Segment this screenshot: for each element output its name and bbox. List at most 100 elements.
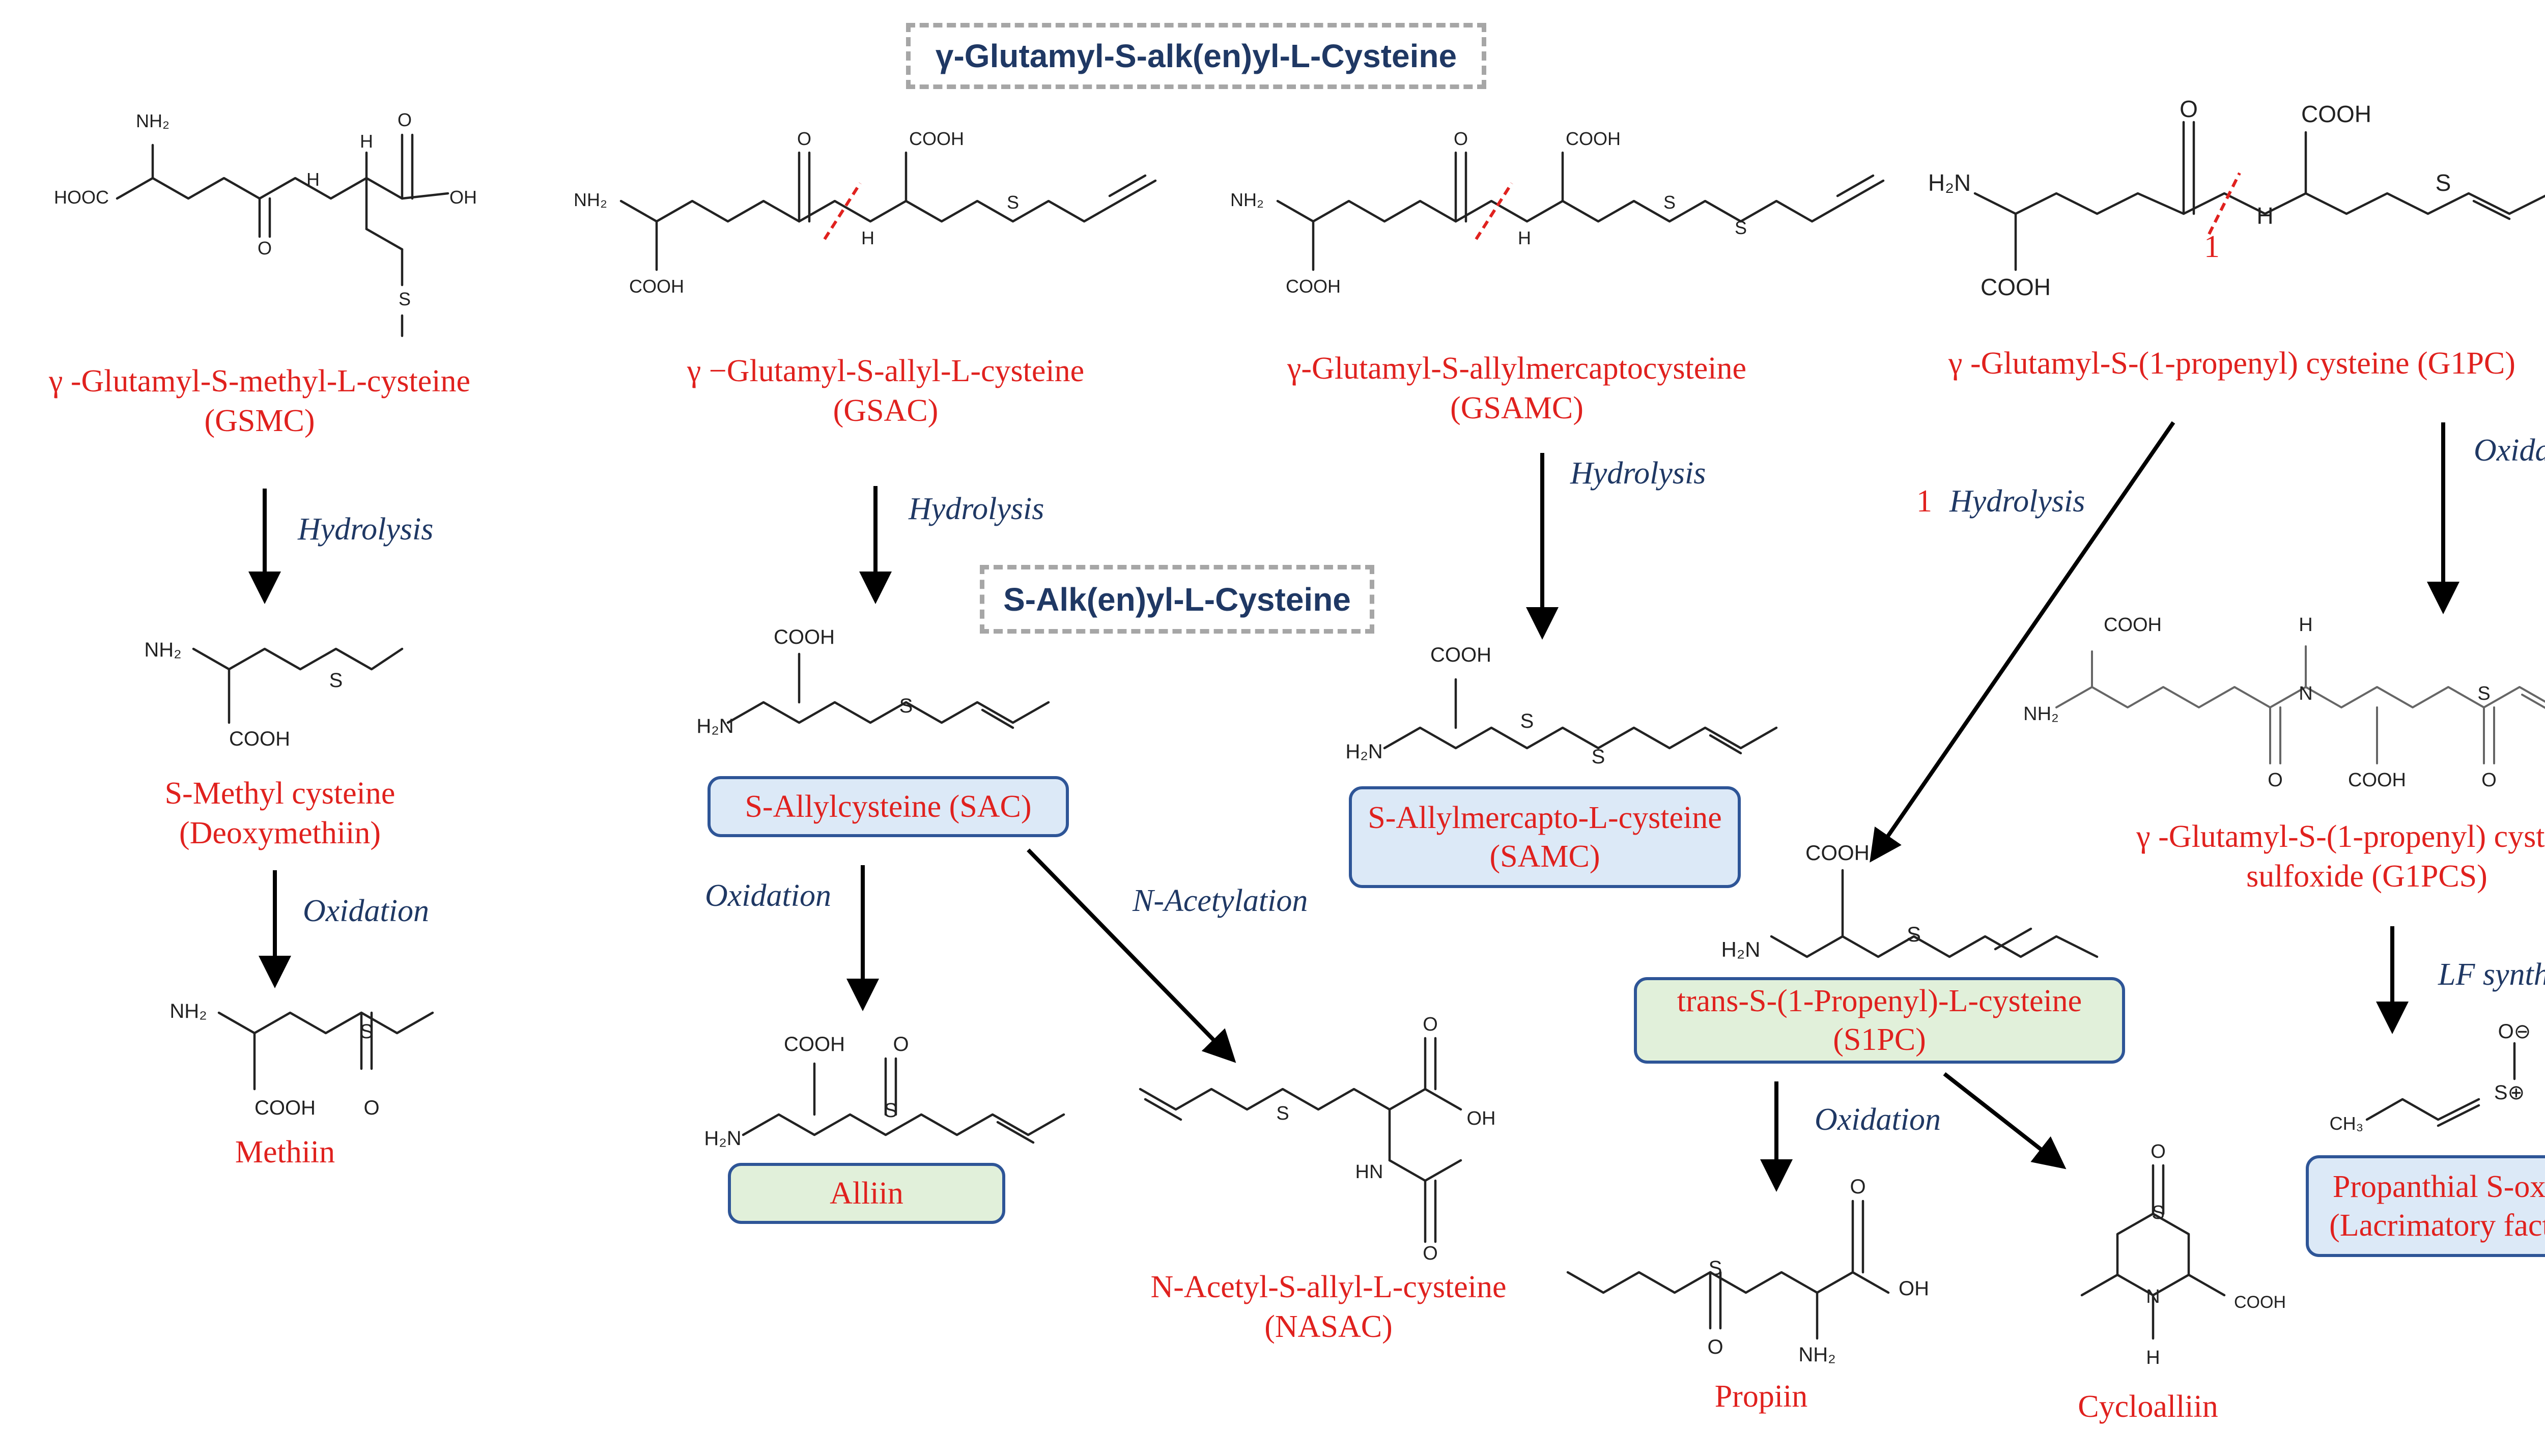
methiin-o-label: O (363, 1097, 379, 1119)
gsmc-h-label: H (306, 169, 320, 190)
gsac-nh2-label: NH₂ (574, 189, 607, 210)
alliin-h2n-label: H₂N (704, 1127, 741, 1150)
g1pc-nh-label: H (2256, 203, 2273, 229)
smc-name: S-Methyl cysteine (164, 776, 395, 811)
g1pcs-nh2-label: NH₂ (2023, 703, 2059, 725)
gsamc-nh-label: H (1518, 227, 1531, 248)
propiin-nh2-label: NH₂ (1798, 1344, 1835, 1366)
cycloalliin-structure (2080, 1164, 2226, 1340)
gsamc-nh2-label: NH₂ (1230, 189, 1264, 210)
compound-methiin: Methiin (183, 1132, 387, 1172)
propiin-o2-label: O (1850, 1176, 1865, 1198)
cycloalliin-n-label: N (2146, 1286, 2160, 1307)
alliin-cooh-label: COOH (784, 1033, 845, 1055)
g1pc-name: γ -Glutamyl-S-(1-propenyl) cysteine (G1P… (1948, 346, 2515, 381)
propiin-name: Propiin (1714, 1379, 1808, 1414)
gsamc-name: γ-Glutamyl-S-allylmercaptocysteine (1287, 351, 1746, 386)
g1pcs-abbr: sulfoxide (G1PCS) (2246, 859, 2487, 894)
compound-cycloalliin: Cycloalliin (2041, 1387, 2255, 1426)
gsac-s-label: S (1007, 192, 1019, 213)
samc-h2n-label: H₂N (1345, 740, 1382, 763)
sac-h2n-label: H₂N (696, 715, 733, 737)
gsac-structure (619, 151, 1157, 271)
lf-name: Propanthial S-oxide (2332, 1169, 2545, 1204)
smc-s-label: S (329, 669, 343, 692)
propiin-o-label: O (1707, 1336, 1723, 1358)
gsac-abbr: (GSAC) (833, 393, 939, 428)
lf-ominus-label: O⊖ (2498, 1020, 2531, 1043)
alliin-o-label: O (893, 1033, 909, 1055)
lf-abbr: (Lacrimatory factor) (2329, 1208, 2545, 1243)
compound-lf-box: Propanthial S-oxide (Lacrimatory factor) (2306, 1155, 2545, 1257)
gsmc-nh2-label: NH₂ (136, 110, 169, 131)
gsamc-abbr: (GSAMC) (1450, 391, 1583, 425)
samc-cooh-label: COOH (1430, 644, 1491, 666)
lf-structure (2365, 1042, 2516, 1127)
cycloalliin-cooh-label: COOH (2234, 1293, 2286, 1312)
gsmc-abbr: (GSMC) (204, 404, 315, 438)
nasac-structure (1139, 1037, 1462, 1243)
samc-name: S-Allylmercapto-L-cysteine (1368, 801, 1722, 835)
gsac-name: γ −Glutamyl-S-allyl-L-cysteine (687, 354, 1085, 388)
compound-sac-box: S-Allylcysteine (SAC) (708, 776, 1069, 837)
gsmc-o-label: O (398, 109, 412, 130)
cycloalliin-name: Cycloalliin (2078, 1389, 2218, 1424)
process-oxidation-sac: Oxidation (705, 878, 831, 913)
s1pc-s-label: S (1907, 922, 1921, 946)
compound-g1pcs: γ -Glutamyl-S-(1-propenyl) cysteine sulf… (2112, 817, 2545, 896)
compound-propiin: Propiin (1659, 1377, 1863, 1416)
methiin-s-label: S (360, 1020, 374, 1043)
nasac-name: N-Acetyl-S-allyl-L-cysteine (1150, 1270, 1507, 1304)
gsamc-cooh2-label: COOH (1566, 128, 1621, 149)
header-gamma-glutamyl: γ-Glutamyl-S-alk(en)yl-L-Cysteine (906, 23, 1486, 89)
compound-smc: S-Methyl cysteine (Deoxymethiin) (127, 774, 433, 853)
g1pcs-cooh2-label: COOH (2348, 769, 2406, 791)
gsmc-s-label: S (399, 289, 411, 309)
process-hydrolysis-gsac: Hydrolysis (909, 492, 1044, 526)
samc-structure (1383, 678, 1778, 755)
g1pc-cooh2-label: COOH (2301, 101, 2371, 127)
propiin-structure (1566, 1200, 1890, 1340)
g1pcs-n-label: N (2299, 683, 2312, 704)
nasac-s-label: S (1276, 1103, 1289, 1124)
compound-samc-box: S-Allylmercapto-L-cysteine (SAMC) (1349, 786, 1741, 888)
gsamc-cooh-label: COOH (1286, 276, 1341, 297)
nasac-hn-label: HN (1355, 1161, 1383, 1183)
g1pc-structure (1973, 121, 2545, 271)
g1pc-o-label: O (2180, 96, 2198, 122)
g1pcs-cooh-label: COOH (2104, 614, 2162, 636)
header-s-alkenyl: S-Alk(en)yl-L-Cysteine (980, 565, 1374, 634)
gsmc-h2-label: H (360, 131, 373, 152)
gsac-cooh2-label: COOH (909, 128, 964, 149)
g1pcs-o2-label: O (2481, 769, 2497, 791)
cleavage-mark-1: 1 (2204, 230, 2220, 264)
methiin-name: Methiin (235, 1135, 335, 1169)
atom-labels: NH₂ HOOC H H O O OH S NH₂ COOH O H COOH … (54, 96, 2531, 1368)
s1pc-abbr: (S1PC) (1833, 1022, 1926, 1057)
g1pcs-s-label: S (2477, 683, 2490, 704)
sac-cooh-label: COOH (774, 626, 835, 648)
methiin-structure (217, 1011, 434, 1091)
methiin-nh2-label: NH₂ (169, 1000, 207, 1022)
g1pc-cooh-label: COOH (1981, 274, 2051, 300)
g1pcs-h-label: H (2299, 614, 2312, 636)
gsmc-structure (116, 133, 449, 337)
smc-abbr: (Deoxymethiin) (179, 816, 381, 850)
smc-nh2-label: NH₂ (144, 639, 181, 661)
gsamc-structure (1276, 151, 1885, 271)
cleavage-mark-hydrolysis: 1 (1916, 484, 1932, 519)
compound-gsac: γ −Glutamyl-S-allyl-L-cysteine (GSAC) (636, 351, 1135, 431)
process-hydrolysis-gsmc: Hydrolysis (298, 512, 434, 547)
s1pc-h2n-label: H₂N (1721, 937, 1761, 961)
gsac-nh-label: H (861, 227, 874, 248)
alliin-name: Alliin (830, 1176, 903, 1211)
process-oxidation-s1pc: Oxidation (1815, 1102, 1941, 1137)
compound-alliin-box: Alliin (728, 1163, 1005, 1224)
arrow-s1pc-cyclization (1943, 1072, 2067, 1169)
s1pc-structure (1770, 869, 2099, 958)
samc-abbr: (SAMC) (1489, 839, 1600, 874)
alliin-s-label: S (884, 1099, 898, 1122)
compound-nasac: N-Acetyl-S-allyl-L-cysteine (NASAC) (1115, 1267, 1542, 1347)
g1pc-s-label: S (2436, 169, 2451, 196)
gsamc-s1-label: S (1663, 192, 1676, 213)
